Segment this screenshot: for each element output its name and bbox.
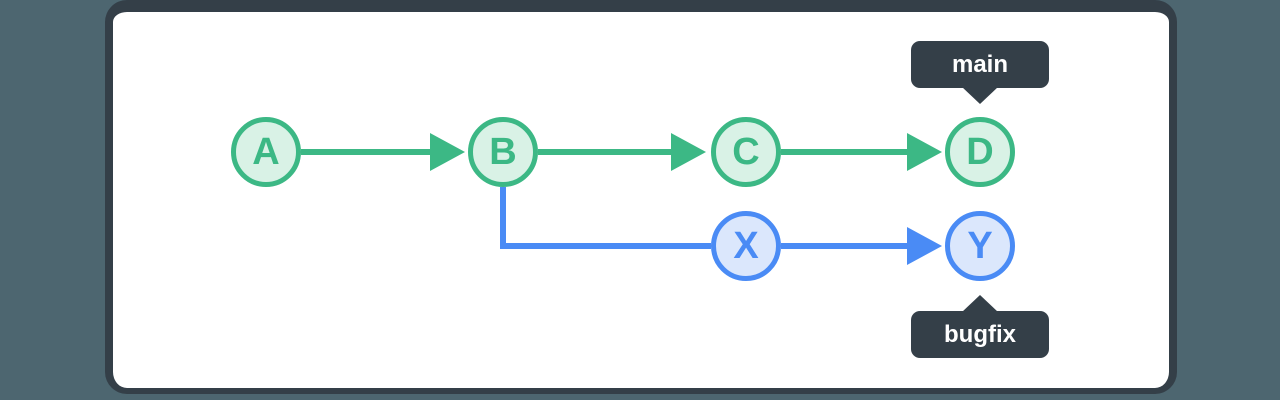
- branch-label-bugfix-text: bugfix: [944, 320, 1016, 348]
- label-pointer-down-icon: [962, 87, 998, 104]
- commit-node-d[interactable]: D: [945, 117, 1015, 187]
- branch-label-bugfix[interactable]: bugfix: [911, 295, 1049, 358]
- commit-node-x[interactable]: X: [711, 211, 781, 281]
- commit-node-a[interactable]: A: [231, 117, 301, 187]
- commit-node-y[interactable]: Y: [945, 211, 1015, 281]
- commit-node-c[interactable]: C: [711, 117, 781, 187]
- branch-label-main-text: main: [951, 50, 1008, 78]
- branch-label-main[interactable]: main: [911, 41, 1049, 104]
- commit-node-b[interactable]: B: [468, 117, 538, 187]
- label-pointer-up-icon: [962, 295, 998, 312]
